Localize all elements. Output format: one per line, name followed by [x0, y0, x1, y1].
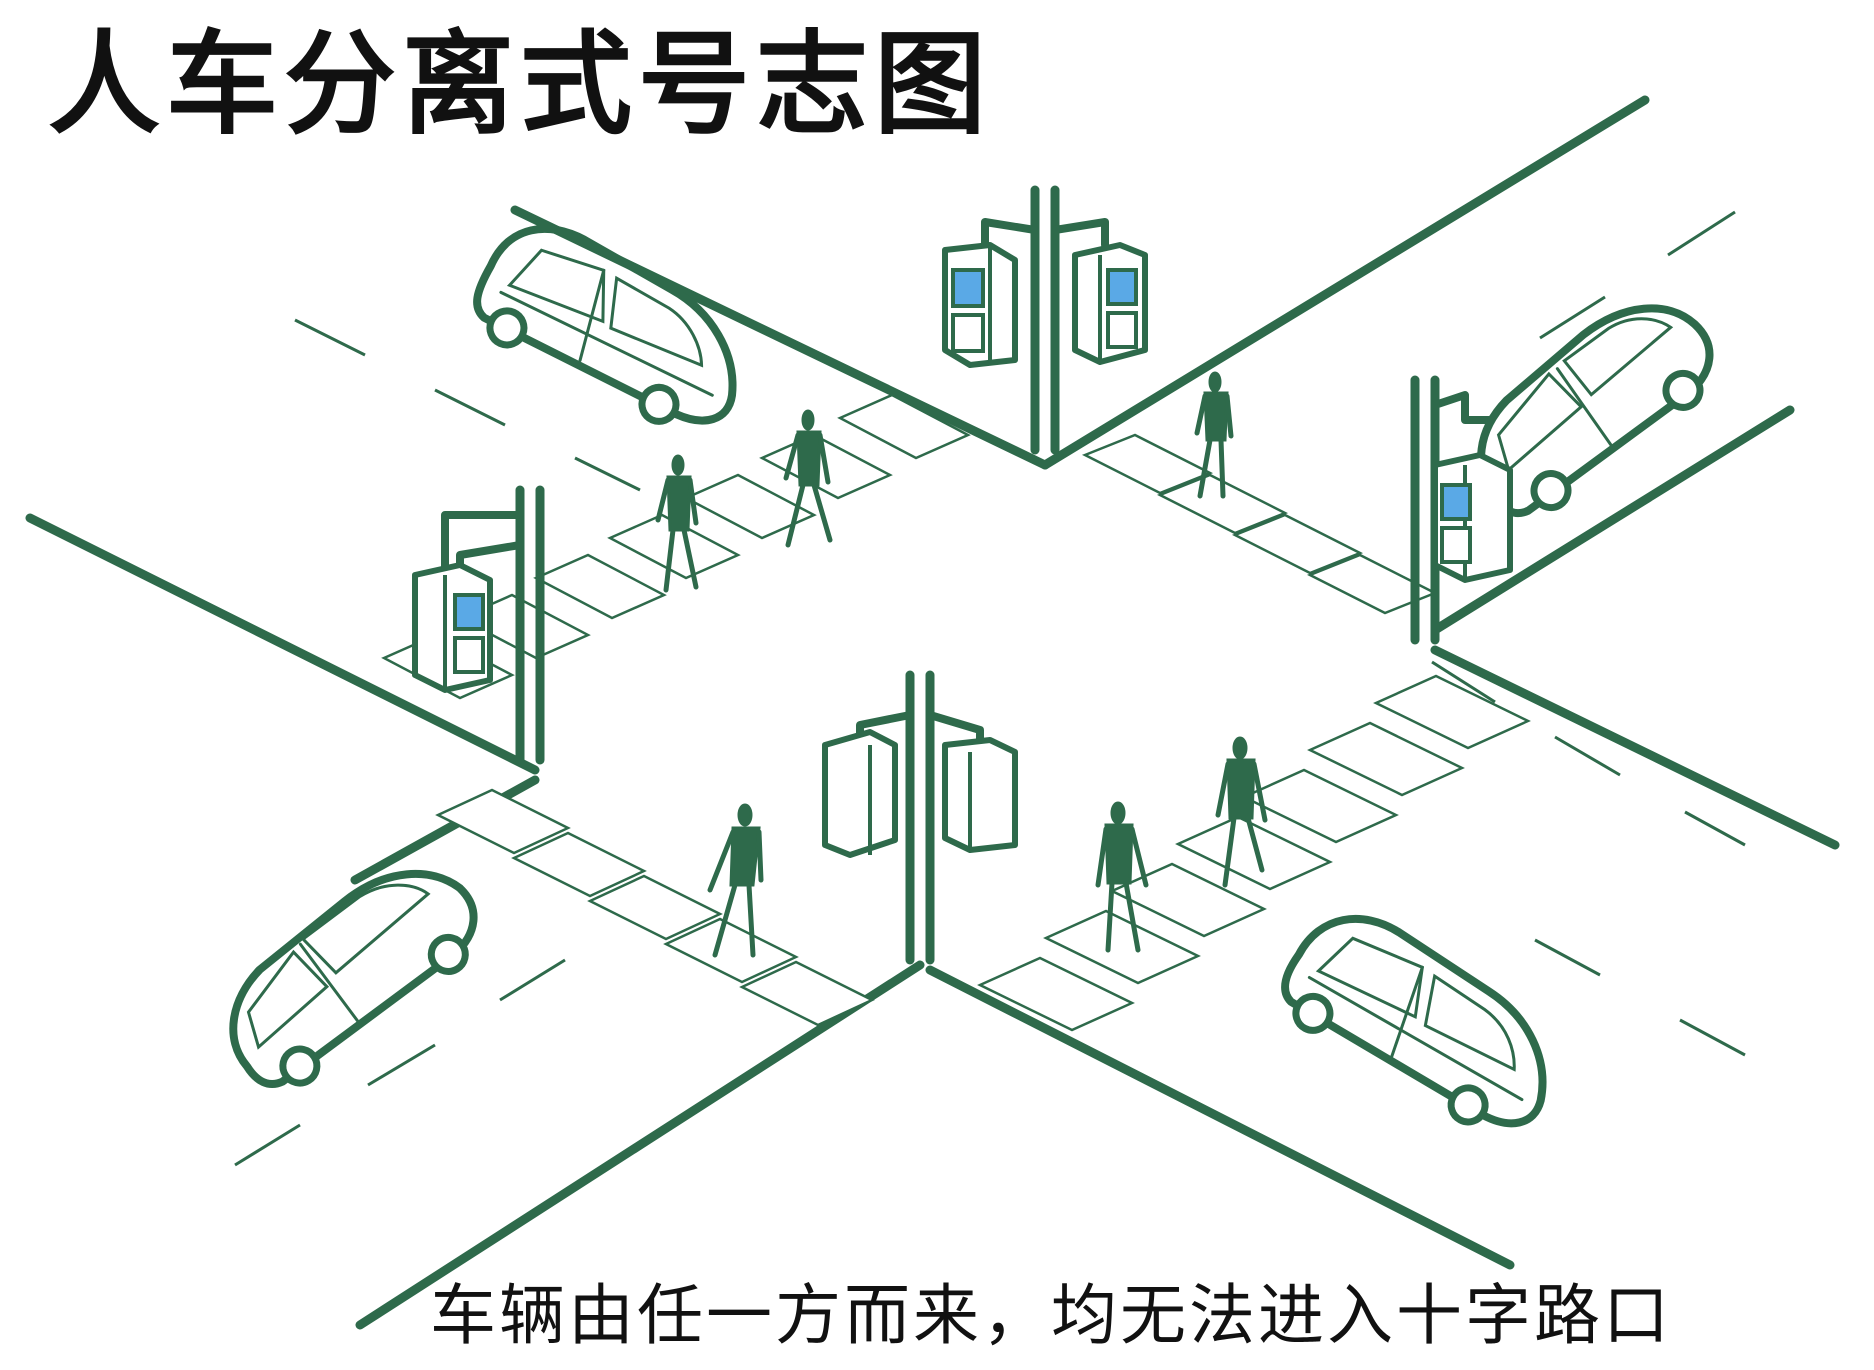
road-edge-left-upper — [25, 513, 540, 775]
crosswalk-left — [435, 788, 875, 1027]
traffic-signal-icon — [822, 670, 1018, 965]
pedestrian-icon — [1095, 801, 1149, 953]
lane-dashes — [234, 210, 1746, 1167]
pedestrian-icon — [655, 454, 699, 593]
pedestrian-icon — [707, 803, 764, 958]
traffic-signal-icon — [942, 185, 1148, 455]
car-icon — [473, 225, 737, 425]
crosswalk-bottom-right — [977, 674, 1531, 1032]
pedestrian-icon — [1215, 736, 1268, 888]
signal-lamp-lit — [1440, 483, 1472, 521]
signal-lamp-lit — [1106, 268, 1138, 306]
road-edge-top-right — [1040, 95, 1650, 470]
road-edge-right-upper — [1430, 405, 1795, 635]
car-icon — [1477, 304, 1714, 518]
car-icon — [1281, 915, 1547, 1128]
signal-lamp-lit — [951, 268, 985, 308]
road-edge-bottom-left — [355, 960, 925, 1330]
crosswalk-right — [1081, 433, 1439, 615]
traffic-signal-icon — [412, 485, 545, 765]
diagram-title: 人车分离式号志图 — [48, 20, 992, 150]
pedestrian-icon — [783, 409, 833, 548]
car-icon — [229, 869, 478, 1088]
road-edge-bottom-right — [925, 965, 1515, 1270]
diagram-caption: 车辆由任一方而来，均无法进入十字路口 — [430, 1277, 1672, 1354]
signal-lamp-lit — [453, 593, 485, 631]
pedestrian-icon — [1194, 371, 1234, 499]
traffic-signal-icon — [1410, 375, 1513, 645]
road-edge-right-lower — [1430, 645, 1840, 850]
